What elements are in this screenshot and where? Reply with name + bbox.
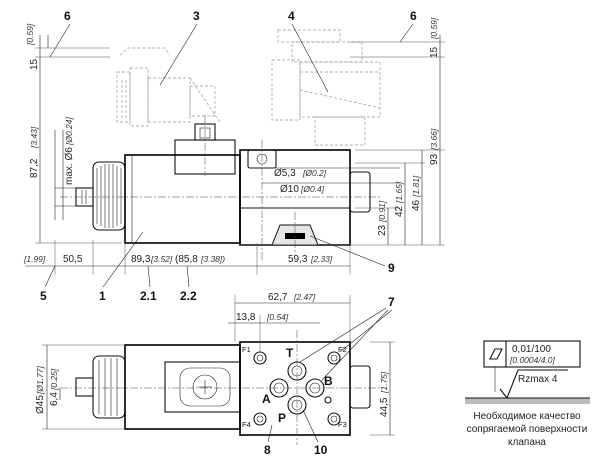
dim-max-d6: max. Ø6 <box>64 147 75 185</box>
dim-h46-in: [1.81] <box>411 175 421 198</box>
dims-plan-view: 62,7 [2.47] 13,8 [0.54] 7 Ø45 [Ø1.77] 6,… <box>35 292 395 457</box>
corner-f2: F2 <box>338 345 347 354</box>
dim-w893: 89,3 <box>131 254 151 265</box>
flatness-value-in: [0.0004/4.0] <box>509 355 556 365</box>
dim-h64-in: [0.25] <box>49 368 59 391</box>
dim-w138: 13,8 <box>236 312 256 323</box>
mounting-face <box>239 341 351 436</box>
corner-f1: F1 <box>242 345 251 354</box>
flatness-frame <box>483 340 581 368</box>
callout-10: 10 <box>314 443 328 457</box>
dim-left-87: 87,2 <box>29 158 40 178</box>
port-label-t: T <box>286 346 294 360</box>
dim-h445: 44,5 <box>379 397 390 417</box>
callout-6-right: 6 <box>410 9 417 23</box>
callout-5: 5 <box>40 289 47 303</box>
dim-h93: 93 <box>429 153 440 165</box>
surface-spec: 0,01/100 [0.0004/4.0] Rzmax 4 Необходимо… <box>465 340 590 448</box>
callout-7: 7 <box>388 295 395 309</box>
port-label-p: P <box>278 411 286 425</box>
dim-right-15: 15 <box>429 46 440 58</box>
dim-h93-in: [3.66] <box>429 128 439 151</box>
dim-left-15: 15 <box>29 58 40 70</box>
callout-2-1: 2.1 <box>140 289 157 303</box>
flatness-value: 0,01/100 <box>512 344 551 355</box>
dim-h23: 23 <box>377 224 388 236</box>
callout-1: 1 <box>99 289 106 303</box>
dim-w138-in: [0.54] <box>266 312 289 322</box>
dim-h23-in: [0.91] <box>377 200 387 223</box>
surface-hatch <box>465 398 590 404</box>
port-label-b: B <box>324 374 333 388</box>
callout-9: 9 <box>388 261 395 275</box>
dim-right-15-in: [0.59] <box>429 17 439 40</box>
dim-w505: 50,5 <box>63 254 83 265</box>
knurled-nut <box>92 161 126 231</box>
dim-h42: 42 <box>394 205 405 217</box>
dim-w199-in: [1.99] <box>23 254 46 264</box>
dim-d53: Ø5,3 <box>274 168 296 179</box>
dim-d45-in: [Ø1.77] <box>35 365 45 395</box>
corner-f3: F3 <box>338 420 347 429</box>
dim-w593-in: [2.33] <box>310 254 333 264</box>
plan-coil <box>124 344 241 430</box>
dim-h64: 6,4 <box>49 392 60 406</box>
corner-f4: F4 <box>242 420 251 429</box>
end-plug <box>349 171 371 213</box>
callout-8: 8 <box>264 443 271 457</box>
callout-6-left: 6 <box>64 9 71 23</box>
dim-w627: 62,7 <box>268 292 288 303</box>
dim-h46: 46 <box>411 199 422 211</box>
dim-d45: Ø45 <box>35 395 46 414</box>
callout-3: 3 <box>193 9 200 23</box>
note-line-1: Необходимое качество <box>473 410 581 422</box>
connector-plug-right <box>271 29 381 146</box>
plan-view: T A B P F1 F2 F3 F4 <box>60 330 380 445</box>
dim-w858-in: [3.38]) <box>200 254 225 264</box>
dim-h445-in: [1.75] <box>379 371 389 394</box>
dim-max-d6-in: [Ø0.24] <box>64 116 74 146</box>
roughness-value: Rzmax 4 <box>518 374 558 385</box>
side-elevation-view <box>60 29 381 260</box>
solenoid-coil <box>124 154 241 244</box>
dim-w893-in: [3.52] <box>150 254 173 264</box>
dim-w858: (85,8 <box>175 254 198 265</box>
dim-d10-in: [Ø0.4] <box>300 184 325 194</box>
note-line-2: сопрягаемой поверхности <box>467 424 588 435</box>
dim-d53-in: [Ø0.2] <box>302 168 327 178</box>
dim-h42-in: [1.65] <box>394 181 404 204</box>
dim-left-15-in: [0.59] <box>25 23 35 46</box>
dim-d10: Ø10 <box>280 184 299 195</box>
dim-left-87-in: [3.43] <box>29 126 39 149</box>
callout-4: 4 <box>288 9 295 23</box>
connector-plug-left <box>116 47 221 127</box>
port-label-a: A <box>262 392 271 406</box>
dims-top-view: 6 6 3 4 [0.59] 15 87,2 [3.43] max. Ø6 [Ø… <box>23 9 445 303</box>
dim-w593: 59,3 <box>288 254 308 265</box>
dim-w627-in: [2.47] <box>293 292 316 302</box>
note-line-3: клапана <box>508 437 546 448</box>
callout-2-2: 2.2 <box>180 289 197 303</box>
